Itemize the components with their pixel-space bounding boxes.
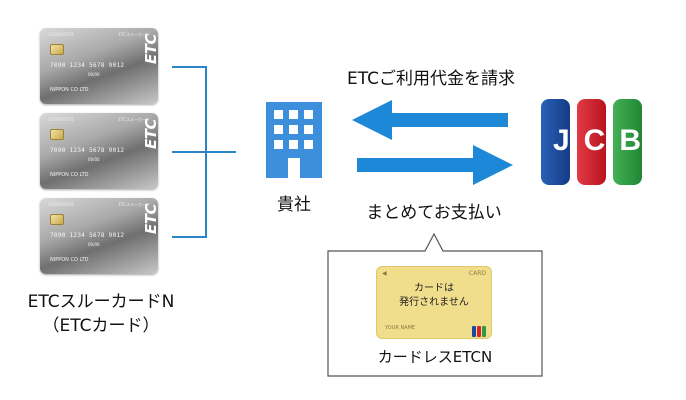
chip-icon — [50, 129, 64, 140]
card-name: YOUR NAME — [385, 325, 416, 331]
card-number: 7090 1234 5678 9012 — [50, 147, 125, 154]
etc-card-caption-line2: （ETCカード） — [42, 316, 160, 336]
chip-icon — [50, 44, 64, 55]
company-label: 貴社 — [277, 195, 311, 215]
card-corporate-label: CORPORATE — [48, 117, 75, 122]
cardless-card: ◀ CARD カードは 発行されません YOUR NAME — [376, 266, 492, 339]
jcb-panel-blue — [541, 99, 570, 185]
jcb-logo: JCB — [541, 99, 642, 185]
card-message-line2: 発行されません — [399, 297, 469, 308]
building-icon — [266, 102, 322, 182]
mini-jcb-icon — [472, 322, 486, 337]
etc-card-caption: ETCスルーカードN （ETCカード） — [6, 290, 196, 338]
card-holder: NIPPON CO LTD — [50, 257, 89, 263]
arrow-right-icon — [357, 145, 513, 189]
card-corporate-label: CORPORATE — [48, 202, 75, 207]
card-expiry: 00/00 — [88, 242, 100, 247]
jcb-panel-green — [613, 99, 642, 185]
card-expiry: 00/00 — [88, 72, 100, 77]
card-top-label: CARD — [468, 270, 486, 277]
card-number: 7090 1234 5678 9012 — [50, 62, 125, 69]
etc-logo: ETC — [142, 204, 158, 234]
card-message-line1: カードは — [414, 283, 454, 294]
payment-label: まとめてお支払い — [366, 203, 502, 223]
connector-line-bottom — [172, 236, 206, 238]
card-expiry: 00/00 — [88, 157, 100, 162]
card-number: 7090 1234 5678 9012 — [50, 232, 125, 239]
arrow-left-icon — [352, 100, 508, 144]
etc-card-3: CORPORATE ETCスルーカード ETC 7090 1234 5678 9… — [40, 198, 158, 274]
connector-line-middle — [172, 151, 206, 153]
etc-card-1: CORPORATE ETCスルーカード ETC 7090 1234 5678 9… — [40, 28, 158, 104]
connector-line-top — [172, 66, 206, 68]
card-holder: NIPPON CO LTD — [50, 87, 89, 93]
etc-logo: ETC — [142, 34, 158, 64]
card-message: カードは 発行されません — [377, 282, 491, 310]
card-brand-label: ETCスルーカード — [118, 117, 150, 122]
card-brand-label: ETCスルーカード — [118, 202, 150, 207]
card-corporate-label: CORPORATE — [48, 32, 75, 37]
connector-line-to-company — [206, 151, 236, 153]
card-arrow-icon: ◀ — [382, 270, 387, 277]
card-brand-label: ETCスルーカード — [118, 32, 150, 37]
etc-logo: ETC — [142, 119, 158, 149]
jcb-panel-red — [577, 99, 606, 185]
jcb-logo-text: JCB — [553, 124, 656, 157]
etc-card-2: CORPORATE ETCスルーカード ETC 7090 1234 5678 9… — [40, 113, 158, 189]
etc-card-caption-line1: ETCスルーカードN — [27, 292, 175, 312]
cardless-caption: カードレスETCN — [377, 348, 493, 366]
billing-label: ETCご利用代金を請求 — [347, 69, 515, 89]
card-holder: NIPPON CO LTD — [50, 172, 89, 178]
chip-icon — [50, 214, 64, 225]
